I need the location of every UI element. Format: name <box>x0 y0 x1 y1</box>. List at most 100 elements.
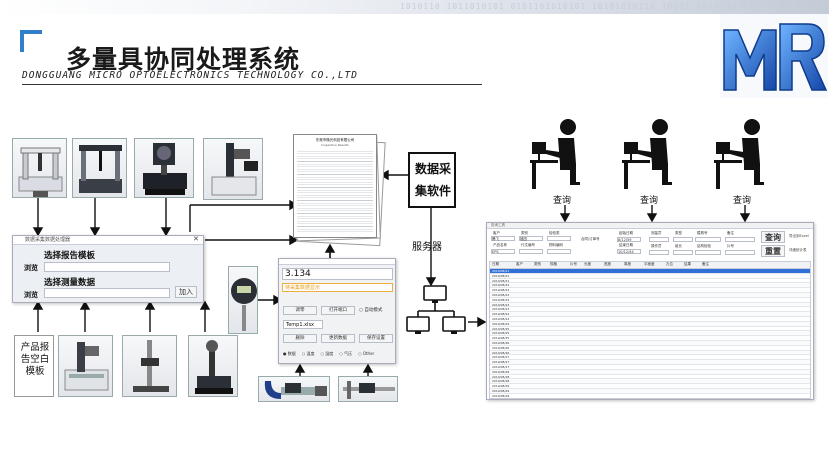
table-row[interactable]: 2019/08/28 <box>490 375 810 380</box>
close-icon[interactable]: ✕ <box>193 235 199 243</box>
type-field[interactable] <box>673 237 693 242</box>
blank-template-label: 产品报告空白模板 <box>20 342 50 377</box>
filter-label: 起始日期 <box>619 231 633 235</box>
filter-label: 测量员 <box>651 231 662 235</box>
column-header[interactable]: 孔位 <box>666 262 673 266</box>
table-row[interactable]: 2019/08/27 <box>490 355 810 361</box>
table-row[interactable]: 2019/08/22 <box>490 283 810 289</box>
structure-field[interactable] <box>695 250 721 255</box>
remark-field[interactable] <box>725 237 755 242</box>
column-header[interactable]: 日期 <box>492 262 499 266</box>
material-field[interactable] <box>547 249 571 254</box>
operator-field[interactable] <box>649 250 669 255</box>
filter-area: 客户 类别 检验类 腾飞 福田 产品名称 行文编号 物料编码 EPS 合同/订单… <box>489 231 811 259</box>
height-gauge-photo <box>122 335 177 397</box>
save-settings-button[interactable]: 保存设置 <box>359 334 393 343</box>
height-gauge-icon <box>133 340 169 392</box>
table-row[interactable]: 2019/08/23 <box>490 302 810 308</box>
load-button[interactable]: 加入 <box>175 286 197 298</box>
inspector-field[interactable] <box>649 237 669 242</box>
browse-report-button[interactable]: 浏览 <box>24 263 38 272</box>
table-row[interactable]: 2019/08/24 <box>490 317 810 322</box>
table-row[interactable]: 2019/08/26 <box>490 346 810 351</box>
digital-indicator-icon <box>231 278 257 331</box>
filter-label: 类别 <box>521 231 528 235</box>
file-name-field[interactable]: Temp1.xlsx <box>283 320 323 329</box>
measure-data-field[interactable] <box>44 288 170 298</box>
table-row[interactable]: 2019/08/23 <box>490 307 810 313</box>
table-row[interactable]: 2019/08/25 <box>490 331 810 337</box>
option-radio[interactable]: ○ Other <box>358 351 375 356</box>
table-row[interactable]: 2019/08/24 <box>490 312 810 317</box>
column-header[interactable]: 结果 <box>684 262 691 266</box>
blank-template-card: 产品报告空白模板 <box>14 335 54 397</box>
category-select[interactable]: 福田 <box>519 236 543 241</box>
table-row[interactable]: 2019/08/23 <box>490 298 810 303</box>
product-select[interactable]: EPS <box>491 249 515 254</box>
column-header[interactable]: 平面度 <box>644 262 655 266</box>
end-date-field[interactable]: 10/12/44 <box>617 249 641 254</box>
table-row[interactable]: 2019/08/22 <box>490 292 810 298</box>
auto-mode-radio[interactable]: ○ 自动模式 <box>359 308 383 313</box>
cmm-icon <box>18 147 63 197</box>
query-button[interactable]: 查询 <box>761 231 785 243</box>
table-row[interactable]: 2019/08/26 <box>490 340 810 346</box>
user-workstation-icon <box>714 119 764 189</box>
data-software-box: 数据采集软件 <box>408 152 456 208</box>
table-row[interactable]: 2019/08/29 <box>490 388 810 394</box>
column-header[interactable]: 长度 <box>584 262 591 266</box>
table-row[interactable]: 2019/08/25 <box>490 336 810 341</box>
delete-button[interactable]: 删除 <box>283 334 317 343</box>
data-software-label: 数据采集软件 <box>414 162 451 198</box>
mr-logo <box>720 14 828 98</box>
report-template-field[interactable] <box>44 262 170 272</box>
column-header[interactable]: 规格 <box>550 262 557 266</box>
table-row[interactable]: 2019/08/21 <box>490 273 810 279</box>
open-port-button[interactable]: 打开端口 <box>321 306 355 315</box>
column-header[interactable]: 片号 <box>570 262 577 266</box>
update-data-button[interactable]: 更新数据 <box>321 334 355 343</box>
table-row[interactable]: 2019/08/21 <box>490 279 810 284</box>
row-date-cell: 2019/08/26 <box>492 340 510 345</box>
detail-stats-button[interactable]: 详细统计表 <box>789 248 807 252</box>
option-radio[interactable]: ○ 温度 <box>301 351 315 356</box>
mold-field[interactable] <box>695 237 721 242</box>
column-header[interactable]: 备注 <box>702 262 709 266</box>
option-radio[interactable]: ● 数据 <box>283 351 296 356</box>
doc-number-field[interactable] <box>519 249 543 254</box>
browse-measure-button[interactable]: 浏览 <box>24 290 38 299</box>
inspect-select[interactable] <box>547 236 571 241</box>
video-machine-icon <box>211 143 258 196</box>
export-excel-button[interactable]: 导出到Excel <box>789 234 809 238</box>
zero-button[interactable]: 调零 <box>283 306 317 315</box>
column-header[interactable]: 厚度 <box>624 262 631 266</box>
caliper-photo <box>338 376 398 402</box>
reset-button[interactable]: 重置 <box>761 245 785 257</box>
start-date-field[interactable]: 8/12/59 <box>617 237 641 242</box>
table-row[interactable]: 2019/08/27 <box>490 365 810 370</box>
table-row[interactable]: 2019/08/29 <box>490 394 810 398</box>
indicator-photo <box>228 266 258 334</box>
leader-field[interactable] <box>673 250 693 255</box>
filter-label: 组长 <box>675 244 682 248</box>
table-row[interactable]: 2019/08/28 <box>490 379 810 385</box>
table-row[interactable]: 2019/08/26 <box>490 350 810 356</box>
table-row[interactable]: 2019/08/22 <box>490 288 810 293</box>
column-header[interactable]: 客户 <box>516 262 523 266</box>
piece-field[interactable] <box>725 250 755 255</box>
table-row[interactable]: 2019/08/25 <box>490 327 810 332</box>
column-header[interactable]: 类别 <box>534 262 541 266</box>
table-row[interactable]: 2019/08/28 <box>490 369 810 375</box>
filter-label: 模具号 <box>697 231 708 235</box>
table-row[interactable]: 2019/08/21 <box>490 269 810 274</box>
option-radio[interactable]: ○ 气压 <box>339 351 353 356</box>
measure-value-display: 3.134 <box>282 268 393 280</box>
row-date-cell: 2019/08/24 <box>492 312 510 317</box>
option-radio[interactable]: ○ 湿度 <box>320 351 334 356</box>
table-row[interactable]: 2019/08/24 <box>490 321 810 327</box>
row-date-cell: 2019/08/23 <box>492 307 510 312</box>
customer-select[interactable]: 腾飞 <box>491 236 515 241</box>
table-row[interactable]: 2019/08/27 <box>490 360 810 365</box>
column-header[interactable]: 宽度 <box>604 262 611 266</box>
table-row[interactable]: 2019/08/29 <box>490 384 810 389</box>
